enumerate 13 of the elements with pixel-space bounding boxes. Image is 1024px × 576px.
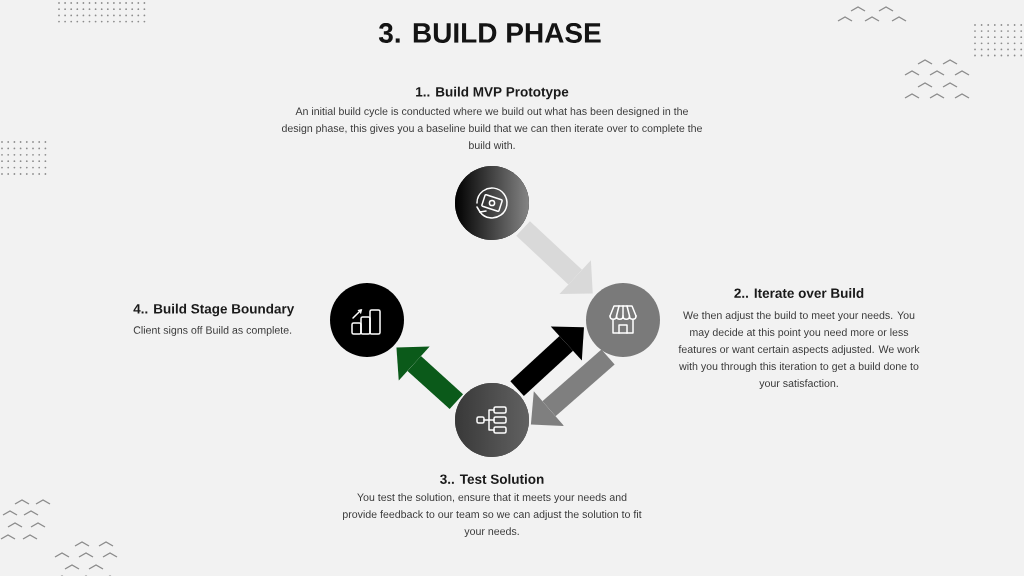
block-arrow <box>510 326 584 397</box>
title: 3. BUILD PHASE <box>378 23 601 43</box>
step-heading: 3.. Test Solution <box>440 474 544 484</box>
block-arrow <box>396 346 464 410</box>
step-heading: 2.. Iterate over Build <box>734 288 864 298</box>
step-description: An initial build cycle is conducted where we build out what has been designed in the design phase, this gives you a baseline build that we can then iterate over to complete the build with. <box>281 107 702 149</box>
step-heading: 4.. Build Stage Boundary <box>133 303 295 317</box>
step-description: We then adjust the build to meet your needs. You may decide at this point you need more or less features or want certain aspects adjusted. We work with you through this iteration to get a build done to your satisfaction. <box>678 311 920 390</box>
block-arrow <box>516 221 593 294</box>
step-description: Client signs off Build as complete. <box>133 326 292 336</box>
block-arrow <box>530 349 615 426</box>
step-heading: 1.. Build MVP Prototype <box>416 86 569 100</box>
step-description: You test the solution, ensure that it meets your needs and provide feedback to our team so we can adjust the solution to fit your needs. <box>343 493 642 538</box>
